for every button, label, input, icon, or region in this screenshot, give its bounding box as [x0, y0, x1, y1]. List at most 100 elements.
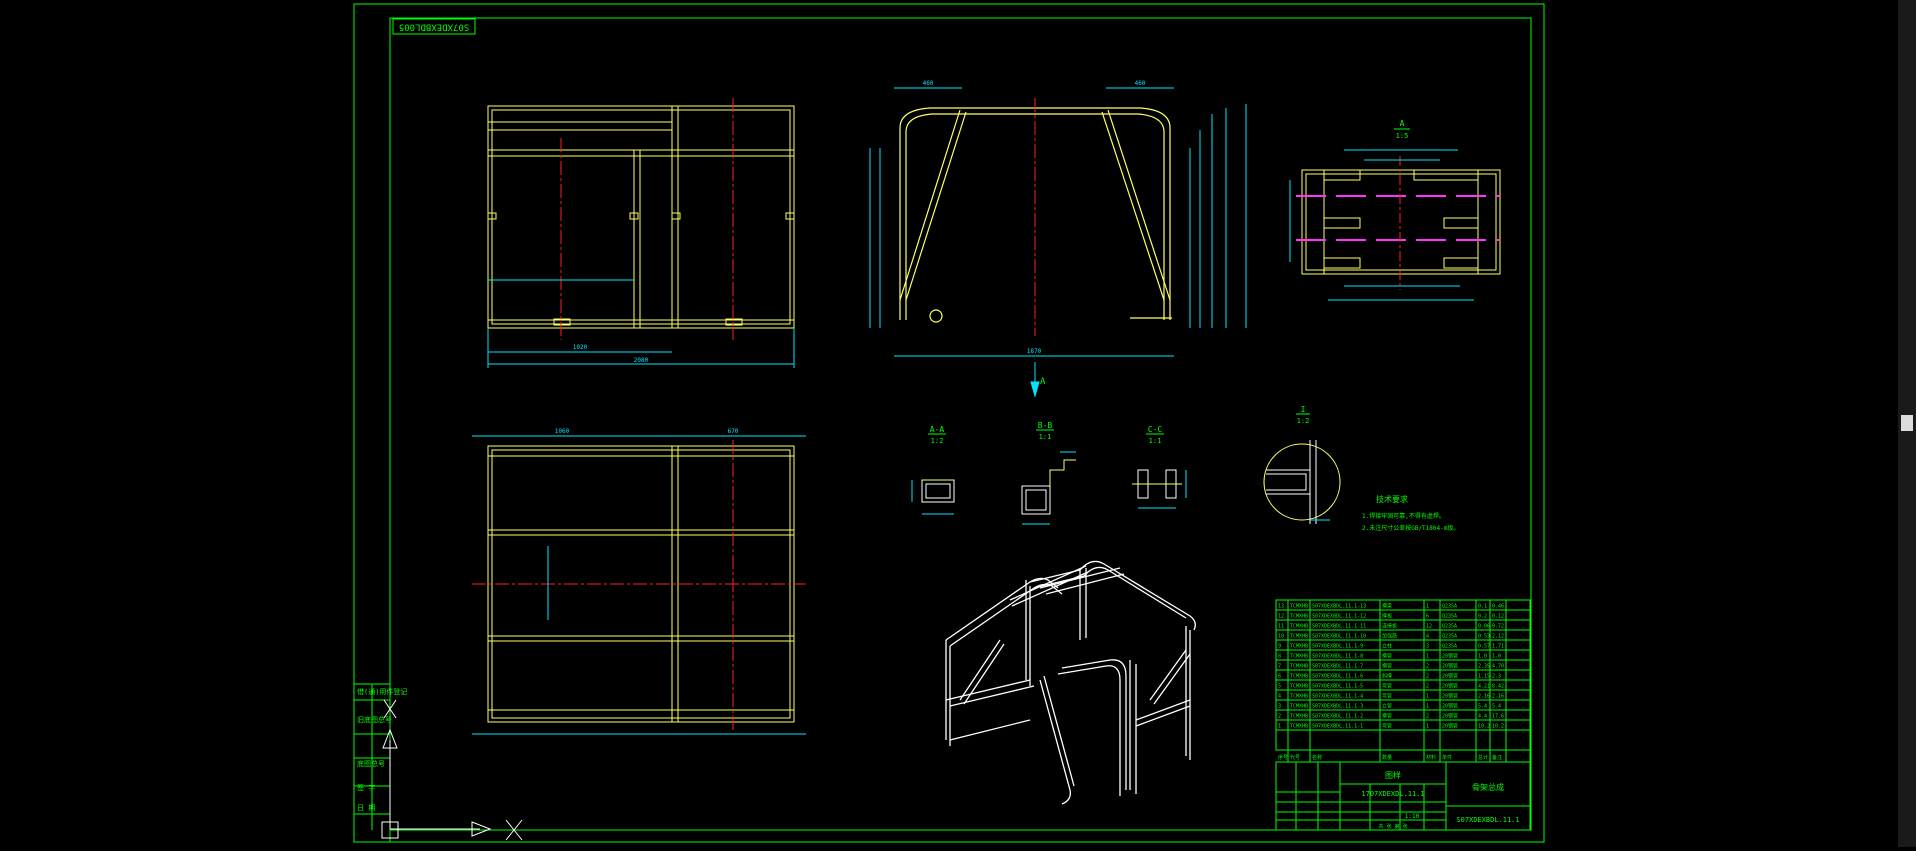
- bom-cell: 加强筋: [1382, 633, 1397, 640]
- bom-cell: S07XDEXBDL.11.1-9: [1312, 644, 1363, 650]
- bom-cell: S07XDEXBDL.11.1-6: [1312, 674, 1363, 680]
- section-bb-scale: 1:1: [1039, 433, 1052, 441]
- bom-cell: 弯管: [1382, 683, 1392, 690]
- section-arrow-label: A: [1040, 377, 1046, 387]
- strip-label-5: 日 期: [357, 804, 375, 812]
- bom-cell: 10.2: [1478, 724, 1490, 730]
- bom-cell: 20钢管: [1442, 723, 1458, 730]
- side-view: 460 460 1870 A: [869, 80, 1247, 398]
- title-drawing-code: 1707XDEXDL.11.1: [1361, 790, 1424, 798]
- tech-req-line-2: 2.未注尺寸公差按GB/T1804-m级。: [1362, 524, 1459, 532]
- bom-header-cell: 名称: [1312, 754, 1322, 761]
- section-aa-label: A-A: [930, 425, 945, 434]
- bom-cell: 20钢管: [1442, 673, 1458, 680]
- bom-cell: 0.12: [1492, 614, 1504, 620]
- strip-label-2: 旧底图总号: [357, 715, 392, 724]
- front-dim-outer: 2080: [634, 357, 649, 364]
- section-cc-label: C-C: [1148, 425, 1163, 434]
- bom-cell: Q235A: [1442, 634, 1457, 640]
- section-detail-i: I 1:2: [1263, 405, 1341, 524]
- bom-cell: 4: [1426, 634, 1429, 640]
- bom-cell: 20钢管: [1442, 703, 1458, 710]
- front-view: 1020 2080: [487, 98, 795, 368]
- section-bb: B-B 1:1: [1021, 421, 1076, 525]
- drawing-number-box: S07XDEXBDL005: [392, 18, 476, 35]
- bom-cell: 0.06: [1478, 624, 1490, 630]
- bom-cell: S07XDEXBDL.11.1-12: [1312, 614, 1366, 620]
- bom-cell: 1: [1426, 604, 1429, 610]
- left-strip-labels: 借(通)用件登记 旧底图总号 底图总号 签 字 日 期: [357, 687, 407, 812]
- bom-cell: Q235A: [1442, 604, 1457, 610]
- bom-cell: 4.21: [1478, 684, 1490, 690]
- bom-header-cell: 总计: [1478, 754, 1488, 761]
- bom-cell: 1: [1426, 704, 1429, 710]
- bom-cell: 2.16: [1478, 694, 1490, 700]
- bom-header-cell: 单件: [1442, 754, 1452, 761]
- section-cc: C-C 1:1: [1132, 425, 1187, 509]
- bom-cell: 0.57: [1478, 644, 1490, 650]
- bom-cell: 20钢管: [1442, 663, 1458, 670]
- bom-cell: 1.0: [1492, 654, 1501, 660]
- bom-cell: 1: [1426, 724, 1429, 730]
- bom-cell: 2: [1426, 674, 1429, 680]
- strip-label-3: 底图总号: [357, 759, 385, 768]
- bom-cell: TCMXHB: [1290, 634, 1308, 640]
- isometric-view: [945, 560, 1196, 805]
- bom-cell: 10: [1278, 634, 1284, 640]
- bom-cell: TCMXHB: [1290, 614, 1308, 620]
- bom-cell: 1.15: [1478, 674, 1490, 680]
- title-company: 图样: [1385, 770, 1401, 780]
- bom-cell: 20钢管: [1442, 693, 1458, 700]
- bom-cell: S07XDEXBDL.11.1-13: [1312, 604, 1366, 610]
- vertical-scrollbar[interactable]: [1898, 0, 1916, 847]
- title-block: 图样 1707XDEXDL.11.1 骨架总成 S07XDEXBDL.11.1 …: [1275, 761, 1531, 831]
- bom-cell: 2: [1426, 684, 1429, 690]
- bom-cell: 0.1: [1478, 604, 1487, 610]
- bom-cell: 20钢管: [1442, 683, 1458, 690]
- bom-cell: TCMXHB: [1290, 644, 1308, 650]
- bom-cell: S07XDEXBDL.11.1-10: [1312, 634, 1366, 640]
- bom-cell: 1: [1426, 694, 1429, 700]
- bom-cell: S07XDEXBDL.11.1-8: [1312, 654, 1363, 660]
- scrollbar-thumb[interactable]: [1901, 415, 1913, 431]
- bom-cell: 20钢管: [1442, 713, 1458, 720]
- side-dim-top-left: 460: [923, 80, 934, 87]
- strip-label-4: 签 字: [357, 783, 375, 792]
- bom-cell: 2: [1278, 714, 1281, 720]
- title-part-name: 骨架总成: [1472, 782, 1504, 792]
- bom-cell: 17.6: [1492, 714, 1504, 720]
- bom-cell: TCMXHB: [1290, 684, 1308, 690]
- title-drawing-number: S07XDEXBDL.11.1: [1456, 816, 1519, 824]
- bom-cell: TCMXHB: [1290, 724, 1308, 730]
- bom-cell: 8: [1278, 654, 1281, 660]
- bom-cell: 11: [1278, 624, 1284, 630]
- bom-cell: 4.70: [1492, 664, 1504, 670]
- bom-cell: S07XDEXBDL.11.1-11: [1312, 624, 1366, 630]
- bom-cell: 10.2: [1492, 724, 1504, 730]
- bom-cell: 1.71: [1492, 644, 1504, 650]
- detail-i-scale: 1:2: [1297, 417, 1310, 425]
- detail-view-scale: 1:5: [1396, 132, 1409, 140]
- bom-cell: Q235A: [1442, 624, 1457, 630]
- technical-requirements: 技术要求 1.焊接牢固可靠,不得有虚焊。 2.未注尺寸公差按GB/T1804-m…: [1362, 494, 1459, 532]
- section-aa: A-A 1:2: [911, 425, 955, 515]
- bom-cell: 0.53: [1478, 634, 1490, 640]
- bom-cell: 20钢管: [1442, 653, 1458, 660]
- tech-req-title: 技术要求: [1376, 494, 1408, 504]
- bom-cell: S07XDEXBDL.11.1-2: [1312, 714, 1363, 720]
- bom-cell: 2.16: [1492, 694, 1504, 700]
- bom-cell: 横管: [1382, 663, 1392, 670]
- bom-cell: TCMXHB: [1290, 604, 1308, 610]
- bom-cell: 横管: [1382, 713, 1392, 720]
- bom-cell: 1.0: [1478, 654, 1487, 660]
- bom-header-cell: 序号: [1278, 754, 1288, 761]
- bom-cell: TCMXHB: [1290, 664, 1308, 670]
- bom-cell: 5: [1278, 684, 1281, 690]
- bom-cell: 5.4: [1478, 704, 1487, 710]
- bom-cell: 2.3: [1492, 674, 1501, 680]
- bom-cell: TCMXHB: [1290, 704, 1308, 710]
- strip-label-1: 借(通)用件登记: [357, 687, 407, 696]
- bom-cell: 12: [1426, 624, 1432, 630]
